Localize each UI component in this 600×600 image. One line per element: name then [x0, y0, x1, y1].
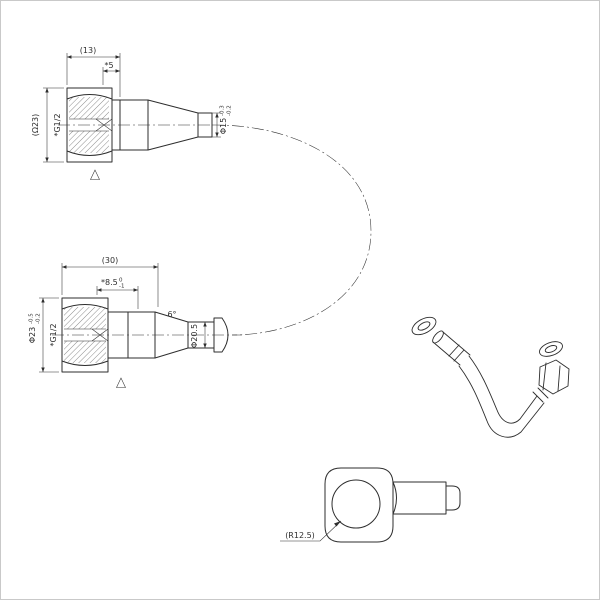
dia-23-tol-lower: -0.2 — [36, 313, 42, 324]
dim-30-label: (30) — [102, 256, 118, 265]
radius-leader-arrow — [334, 521, 341, 527]
elbow-arm-outline — [392, 481, 461, 515]
hose-tube-sketch — [458, 355, 549, 438]
dia-23-tol-upper: -0.5 — [29, 313, 35, 324]
washer-icon — [539, 341, 563, 357]
dia-20-5-label: Φ20.5 — [190, 324, 199, 348]
dia-23-label: Φ23 — [28, 327, 37, 343]
dia-15-tol-lower: -0.2 — [227, 105, 233, 116]
dim-8-5-label: *8.5 — [101, 278, 118, 287]
thread-g12-label: *G1/2 — [49, 323, 58, 346]
dim-13-label: (13) — [80, 46, 96, 55]
elbow-body-outline — [324, 467, 394, 543]
elbow-detail-view: (R12.5) — [280, 467, 461, 543]
hose-centerline-curve — [211, 124, 372, 336]
washer-icon — [411, 316, 437, 336]
radius-label: (R12.5) — [285, 531, 315, 540]
surface-finish-triangle-icon — [116, 377, 126, 388]
hose-3d-sketch — [411, 316, 570, 438]
hex-23-label: (Ω23) — [31, 114, 40, 137]
section-hatch — [69, 97, 109, 119]
top-fitting-outline — [66, 87, 213, 163]
section-hatch — [69, 131, 109, 153]
dim-5-label: *5 — [104, 61, 113, 70]
top-fitting-view: (13) *5 (Ω23) *G1/2 Φ15 -0.3 -0.2 — [31, 46, 233, 180]
thread-g12-label: *G1/2 — [53, 113, 62, 136]
middle-dimensions: (30) *8.5 0 -1 Φ23 -0.5 -0.2 *G1/2 6° — [28, 256, 207, 373]
hose-fitting-sketch — [432, 330, 471, 366]
radius-leader-line — [280, 520, 342, 542]
surface-finish-triangle-icon — [90, 169, 100, 180]
angle-6-label: 6° — [167, 310, 176, 319]
section-hatch — [64, 341, 106, 363]
dim-8-5-tol-lower: -1 — [119, 284, 124, 290]
middle-fitting-outline — [61, 297, 229, 373]
section-hatch — [64, 307, 106, 329]
dim-8-5-tol-upper: 0 — [119, 278, 123, 284]
middle-fitting-view: (30) *8.5 0 -1 Φ23 -0.5 -0.2 *G1/2 6° — [28, 256, 242, 388]
dia-15-tol-upper: -0.3 — [220, 105, 226, 116]
hex-nut-sketch — [538, 359, 570, 395]
top-dimensions: (13) *5 (Ω23) *G1/2 Φ15 -0.3 -0.2 — [31, 46, 233, 163]
dia-15-label: Φ15 — [219, 118, 228, 134]
elbow-port-circle — [331, 479, 381, 529]
